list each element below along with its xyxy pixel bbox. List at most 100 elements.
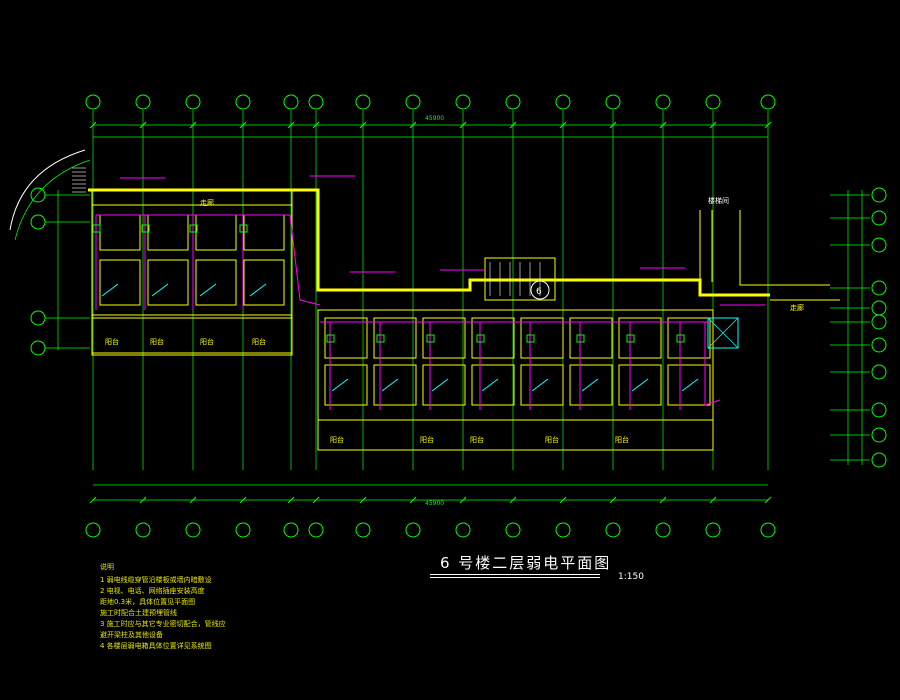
note-item: 3 施工时应与其它专业密切配合，管线应	[100, 620, 226, 628]
outlet-symbol	[239, 224, 248, 233]
dim-tick	[89, 121, 97, 129]
axis-bubble-bottom	[355, 522, 371, 538]
room-box-r	[471, 364, 515, 406]
balcony-label: 阳台	[200, 337, 214, 346]
dim-tick	[459, 496, 467, 504]
axis-bubble-top	[308, 94, 324, 110]
dim-tick	[559, 121, 567, 129]
riser-symbol	[631, 378, 649, 392]
dim-tick	[659, 121, 667, 129]
outlet-symbol	[576, 334, 585, 343]
dim-tick	[239, 121, 247, 129]
dim-tick	[659, 496, 667, 504]
outlet-symbol	[476, 334, 485, 343]
notes-heading: 说明	[100, 563, 114, 571]
bath-box-r	[471, 317, 515, 359]
bath-box-r	[618, 317, 662, 359]
bath-box	[147, 214, 189, 251]
dim-tick	[359, 496, 367, 504]
building-walls	[72, 167, 840, 451]
balcony-label: 阳台	[470, 435, 484, 444]
axis-bubble-top	[405, 94, 421, 110]
riser-symbol	[381, 378, 399, 392]
balcony-label: 阳台	[420, 435, 434, 444]
axis-bubble-right	[871, 337, 887, 353]
axis-bubble-right	[871, 402, 887, 418]
riser-symbol	[249, 283, 267, 297]
axis-bubble-left	[30, 214, 46, 230]
dim-tick	[764, 496, 772, 504]
drawing-title-block: 6 号楼二层弱电平面图	[430, 552, 611, 578]
axis-bubble-bottom	[505, 522, 521, 538]
dim-tick	[239, 496, 247, 504]
axis-bubble-top	[605, 94, 621, 110]
room-box-r	[520, 364, 564, 406]
bath-box-r	[667, 317, 711, 359]
axis-bubble-top	[455, 94, 471, 110]
dim-tick	[139, 121, 147, 129]
balcony-label: 阳台	[330, 435, 344, 444]
axis-bubble-right	[871, 187, 887, 203]
corridor-label: 走廊	[790, 303, 804, 312]
bath-box-r	[373, 317, 417, 359]
axis-bubble-right	[871, 427, 887, 443]
bath-box-r	[569, 317, 613, 359]
axis-bubble-bottom	[605, 522, 621, 538]
elevator-x	[707, 317, 739, 349]
outlet-symbol	[326, 334, 335, 343]
room-box-r	[618, 364, 662, 406]
balcony-label: 阳台	[252, 337, 266, 346]
room-box-r	[569, 364, 613, 406]
right-wing-outline	[317, 309, 714, 451]
room-box-r	[324, 364, 368, 406]
riser-symbol	[101, 283, 119, 297]
bath-box-r	[520, 317, 564, 359]
room-box	[99, 259, 141, 306]
plan-labels: 阳台阳台阳台阳台阳台阳台阳台阳台阳台走廊走廊楼梯间64590045900	[105, 115, 804, 507]
weak-current-cables	[92, 175, 765, 410]
room-box-r	[422, 364, 466, 406]
riser-symbol	[331, 378, 349, 392]
title-underline-2	[430, 577, 600, 578]
balcony-label: 阳台	[545, 435, 559, 444]
bath-box	[243, 214, 285, 251]
outlet-symbol	[526, 334, 535, 343]
axis-bubble-bottom	[85, 522, 101, 538]
axis-bubble-right	[871, 237, 887, 253]
dim-tick	[764, 121, 772, 129]
elevator-shaft	[707, 317, 739, 349]
dim-tick	[89, 496, 97, 504]
room-box-r	[373, 364, 417, 406]
axis-grid	[9, 94, 887, 538]
dim-tick	[312, 121, 320, 129]
outlet-symbol	[626, 334, 635, 343]
axis-bubble-bottom	[405, 522, 421, 538]
axis-bubble-top	[235, 94, 251, 110]
dim-tick	[609, 121, 617, 129]
title-underline	[430, 574, 600, 575]
outlet-symbol	[189, 224, 198, 233]
axis-bubble-left	[30, 187, 46, 203]
outlet-symbol	[141, 224, 150, 233]
axis-bubble-top	[760, 94, 776, 110]
corridor-label: 走廊	[200, 198, 214, 207]
note-item: 2 电视、电话、网络插座安装高度	[100, 587, 205, 595]
stair-number: 6	[536, 287, 542, 297]
axis-bubble-top	[283, 94, 299, 110]
dim-tick	[287, 496, 295, 504]
outlet-symbol	[92, 224, 101, 233]
room-box	[195, 259, 237, 306]
dim-tick	[709, 121, 717, 129]
left-wing-rooms	[91, 204, 293, 316]
axis-bubble-bottom	[308, 522, 324, 538]
balcony-label: 阳台	[105, 337, 119, 346]
note-item: 4 各楼层弱电箱具体位置详见系统图	[100, 642, 212, 650]
axis-bubble-top	[555, 94, 571, 110]
outlet-symbol	[676, 334, 685, 343]
axis-bubble-bottom	[185, 522, 201, 538]
left-balcony	[91, 317, 293, 354]
outlet-symbol	[376, 334, 385, 343]
bath-box-r	[422, 317, 466, 359]
dimension-total: 45900	[425, 115, 444, 122]
